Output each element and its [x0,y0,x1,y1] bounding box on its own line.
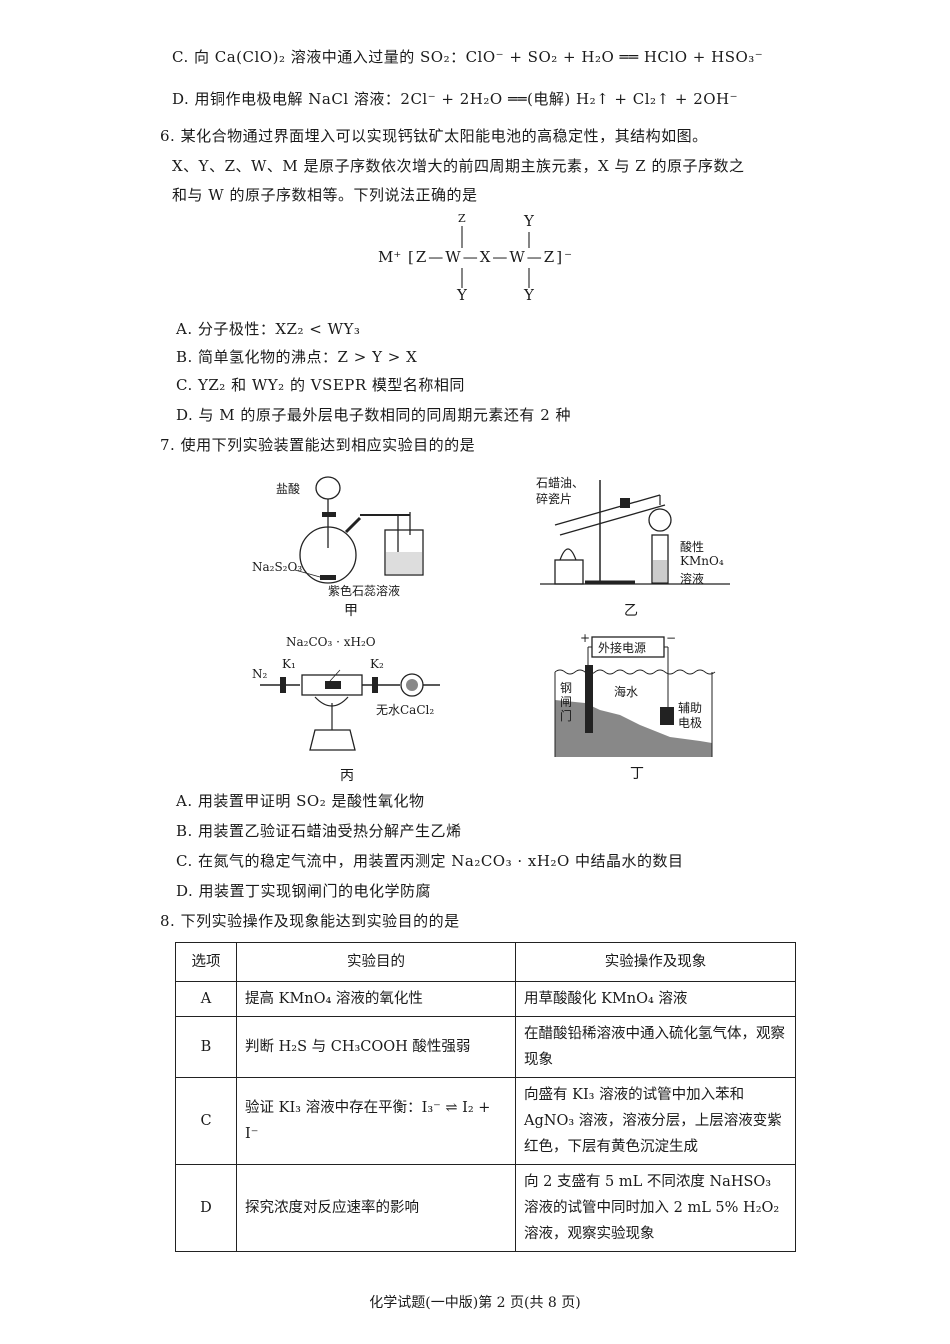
label-power-supply: 外接电源 [598,641,647,655]
q7-stem: 7. 使用下列实验装置能达到相应实验目的的是 [160,436,476,454]
row-a-operation: 用草酸酸化 KMnO₄ 溶液 [515,981,796,1017]
q6-stem-line2: X、Y、Z、W、M 是原子序数依次增大的前四周期主族元素，X 与 Z 的原子序数… [172,157,745,175]
struct-cation: M⁺ [378,248,402,266]
label-k1: K₁ [282,657,296,671]
figure-bing: Na₂CO₃ · xH₂O N₂ K₁ K₂ 无水CaCl₂ 丙 [240,625,460,785]
row-a-option: A [175,981,237,1017]
label-kmno4: KMnO₄ [680,554,724,568]
label-auxiliary-electrode: 辅助电极 [678,701,703,730]
row-c-operation: 向盛有 KI₃ 溶液的试管中加入苯和 AgNO₃ 溶液，溶液分层，上层溶液变紫红… [515,1077,796,1165]
row-b-purpose: 判断 H₂S 与 CH₃COOH 酸性强弱 [236,1016,516,1078]
q6-stem-line1: 6. 某化合物通过界面埋入可以实现钙钛矿太阳能电池的高稳定性，其结构如图。 [160,127,708,145]
caption-jia: 甲 [344,603,358,619]
table-row: D 探究浓度对反应速率的影响 向 2 支盛有 5 mL 不同浓度 NaHSO₃ … [175,1164,796,1252]
apparatus-jia-drawing [294,476,424,584]
row-b-option: B [175,1016,237,1078]
struct-bonds [461,226,530,288]
caption-ding: 丁 [630,766,644,782]
struct-top-right: Y [524,212,534,230]
label-steel-gate: 钢闸门 [560,681,573,723]
label-n2: N₂ [252,667,268,681]
struct-anion-chain: [Z—W—X—W—Z]⁻ [408,248,574,266]
q8-stem: 8. 下列实验操作及现象能达到实验目的的是 [160,912,460,930]
apparatus-yi-drawing [540,480,730,585]
header-purpose: 实验目的 [236,942,516,982]
label-litmus: 紫色石蕊溶液 [328,584,401,598]
struct-bottom-right: Y [524,286,534,304]
apparatus-ding-drawing [554,636,716,757]
apparatus-bing-drawing [260,669,440,751]
table-row: C 验证 KI₃ 溶液中存在平衡：I₃⁻ ⇌ I₂ + I⁻ 向盛有 KI₃ 溶… [175,1077,796,1165]
q7-option-c: C. 在氮气的稳定气流中，用装置丙测定 Na₂CO₃ · xH₂O 中结晶水的数… [176,852,684,870]
q7-option-a: A. 用装置甲证明 SO₂ 是酸性氧化物 [176,792,425,810]
q7-option-d: D. 用装置丁实现钢闸门的电化学防腐 [176,882,432,900]
q8-table: 选项 实验目的 实验操作及现象 A 提高 KMnO₄ 溶液的氧化性 用草酸酸化 … [175,942,796,1252]
q6-option-b: B. 简单氢化物的沸点：Z > Y > X [176,348,418,366]
figure-jia: 盐酸 Na₂S₂O₃ 紫色石蕊溶液 甲 [240,460,460,620]
page-footer: 化学试题(一中版)第 2 页(共 8 页) [369,1295,581,1311]
table-header-row: 选项 实验目的 实验操作及现象 [175,942,796,982]
label-na2s2o3: Na₂S₂O₃ [252,560,303,574]
label-paraffin-oil: 石蜡油、 [536,476,585,490]
label-na2co3: Na₂CO₃ · xH₂O [286,635,376,649]
q6-option-a: A. 分子极性：XZ₂ < WY₃ [176,320,361,338]
table-row: A 提高 KMnO₄ 溶液的氧化性 用草酸酸化 KMnO₄ 溶液 [175,981,796,1017]
row-a-purpose: 提高 KMnO₄ 溶液的氧化性 [236,981,516,1017]
caption-yi: 乙 [624,603,638,619]
q7-option-b: B. 用装置乙验证石蜡油受热分解产生乙烯 [176,822,462,840]
struct-bottom-left: Y [457,286,467,304]
label-porcelain: 碎瓷片 [536,492,573,506]
caption-bing: 丙 [340,768,354,784]
label-positive: + [580,631,591,645]
row-d-purpose: 探究浓度对反应速率的影响 [236,1164,516,1252]
header-option: 选项 [175,942,237,982]
q6-option-d: D. 与 M 的原子最外层电子数相同的同周期元素还有 2 种 [176,406,572,424]
q6-stem-line3: 和与 W 的原子序数相等。下列说法正确的是 [172,186,478,204]
row-c-option: C [175,1077,237,1165]
figure-yi: 石蜡油、 碎瓷片 酸性 KMnO₄ 溶液 乙 [520,460,740,620]
label-cacl2: 无水CaCl₂ [376,703,435,717]
table-row: B 判断 H₂S 与 CH₃COOH 酸性强弱 在醋酸铅稀溶液中通入硫化氢气体，… [175,1016,796,1078]
label-seawater: 海水 [614,685,639,699]
q6-option-c: C. YZ₂ 和 WY₂ 的 VSEPR 模型名称相同 [176,376,465,394]
label-solution: 溶液 [680,572,705,586]
row-d-operation: 向 2 支盛有 5 mL 不同浓度 NaHSO₃ 溶液的试管中同时加入 2 mL… [515,1164,796,1252]
label-acidic: 酸性 [680,540,705,554]
label-hcl: 盐酸 [276,482,301,496]
label-k2: K₂ [370,657,384,671]
row-c-purpose: 验证 KI₃ 溶液中存在平衡：I₃⁻ ⇌ I₂ + I⁻ [236,1077,516,1165]
q6-structure-diagram: Z Y M⁺ [Z—W—X—W—Z]⁻ Y Y [378,210,588,305]
figure-ding: 外接电源 + − 钢闸门 海水 辅助电极 丁 [540,625,740,785]
header-operation: 实验操作及现象 [515,942,796,982]
q5-option-d: D. 用铜作电极电解 NaCl 溶液：2Cl⁻ + 2H₂O ══(电解) H₂… [172,90,739,108]
label-negative: − [666,631,677,645]
struct-top-left: Z [458,212,466,225]
q5-option-c: C. 向 Ca(ClO)₂ 溶液中通入过量的 SO₂：ClO⁻ + SO₂ + … [172,48,764,66]
row-b-operation: 在醋酸铅稀溶液中通入硫化氢气体，观察现象 [515,1016,796,1078]
row-d-option: D [175,1164,237,1252]
